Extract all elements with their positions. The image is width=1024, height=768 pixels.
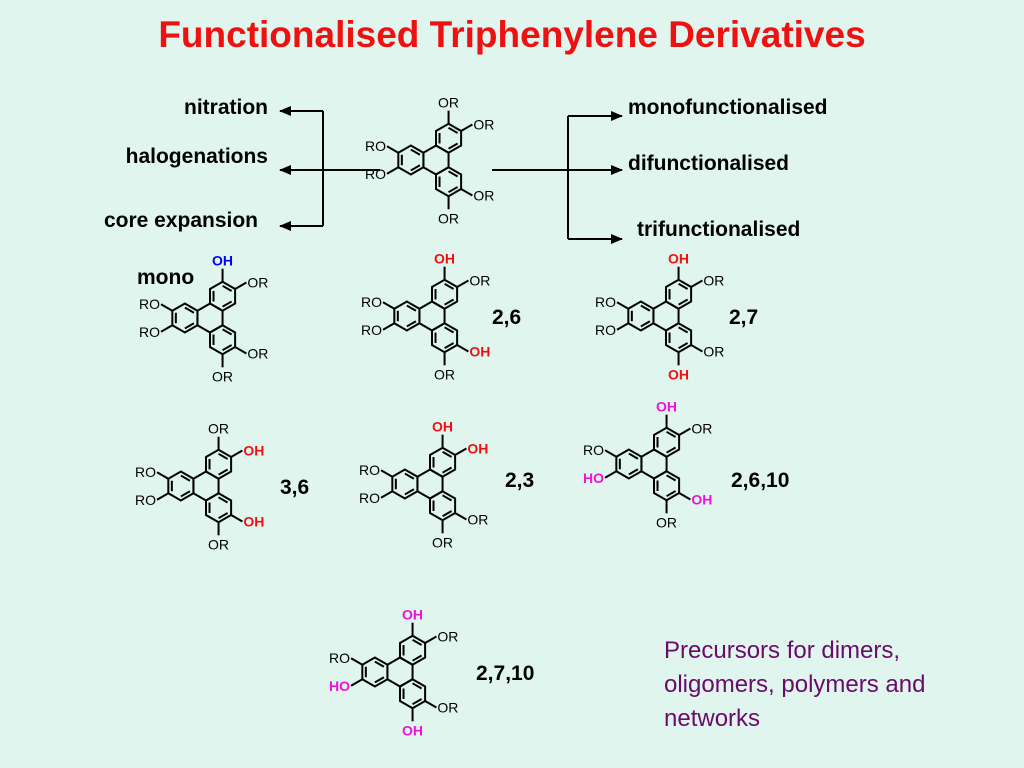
- substituent-label: RO: [365, 166, 386, 182]
- substituent-label: RO: [595, 322, 616, 338]
- substituent-label: HO: [329, 678, 350, 694]
- right-arrows: [492, 111, 623, 244]
- substituent-label: OR: [247, 346, 268, 362]
- substituent-label: OR: [656, 514, 677, 530]
- substituent-label: OH: [668, 366, 689, 382]
- substituent-label: RO: [361, 322, 382, 338]
- left-arrows: [279, 106, 380, 231]
- substituent-label: OR: [691, 420, 712, 436]
- substituent-label: RO: [139, 296, 160, 312]
- substituent-label: HO: [583, 470, 604, 486]
- substituent-label: OR: [434, 366, 455, 382]
- note-line: networks: [664, 705, 761, 732]
- substituent-label: OH: [402, 722, 423, 738]
- triphenylene-2-7: OH OR RO RO OR OH: [595, 251, 724, 383]
- note-line: Precursors for dimers,: [664, 637, 901, 664]
- triphenylene-3-6: OR OH RO RO OH OR: [135, 421, 264, 553]
- substituent-label: RO: [329, 650, 350, 666]
- substituent-label: OH: [656, 399, 677, 415]
- substituent-label: OR: [437, 628, 458, 644]
- substituent-label: OR: [438, 210, 459, 226]
- substituent-label: OH: [432, 419, 453, 435]
- substituent-label: OH: [434, 251, 455, 267]
- page-title: Functionalised Triphenylene Derivatives: [158, 14, 866, 55]
- compound-label-2-6: 2,6: [492, 306, 521, 329]
- triphenylene-mono: OH OR RO RO OR OR: [139, 253, 268, 385]
- substituent-label: OH: [467, 440, 488, 456]
- compound-label-2-6-10: 2,6,10: [731, 469, 789, 492]
- compound-label-2-3: 2,3: [505, 469, 534, 492]
- substituent-label: OR: [473, 116, 494, 132]
- substituent-label: OH: [691, 492, 712, 508]
- label-trifunctionalised: trifunctionalised: [637, 218, 800, 241]
- compound-label-3-6: 3,6: [280, 476, 309, 499]
- substituent-label: RO: [359, 490, 380, 506]
- substituent-label: OR: [703, 344, 724, 360]
- substituent-label: RO: [595, 294, 616, 310]
- substituent-label: RO: [359, 462, 380, 478]
- compound-label-mono: mono: [137, 266, 194, 289]
- substituent-label: OR: [703, 272, 724, 288]
- label-core-expansion: core expansion: [104, 209, 258, 232]
- substituent-label: OR: [432, 534, 453, 550]
- triphenylene-2-7-10: OH OR RO HO OR OH: [329, 607, 458, 739]
- substituent-label: RO: [583, 442, 604, 458]
- substituent-label: OH: [212, 253, 233, 269]
- label-difunctionalised: difunctionalised: [628, 152, 789, 175]
- substituent-label: OR: [247, 274, 268, 290]
- substituent-label: OR: [212, 368, 233, 384]
- triphenylene-2-6-10: OH OR RO HO OH OR: [583, 399, 712, 531]
- substituent-label: OR: [438, 95, 459, 111]
- note-line: oligomers, polymers and: [664, 671, 926, 698]
- substituent-label: OH: [668, 251, 689, 267]
- label-monofunctionalised: monofunctionalised: [628, 96, 828, 119]
- triphenylene-2-6: OH OR RO RO OH OR: [361, 251, 490, 383]
- substituent-label: RO: [135, 464, 156, 480]
- substituent-label: OR: [469, 272, 490, 288]
- substituent-label: OR: [437, 700, 458, 716]
- substituent-label: OH: [243, 442, 264, 458]
- substituent-label: OR: [467, 512, 488, 528]
- triphenylene-2-3: OH OH RO RO OR OR: [359, 419, 488, 551]
- substituent-label: OR: [208, 536, 229, 552]
- substituent-label: RO: [135, 492, 156, 508]
- substituent-label: RO: [139, 324, 160, 340]
- substituent-label: RO: [361, 294, 382, 310]
- substituent-label: OR: [473, 188, 494, 204]
- substituent-label: OH: [402, 607, 423, 623]
- substituent-label: OR: [208, 421, 229, 437]
- precursors-note: Precursors for dimers, oligomers, polyme…: [664, 634, 994, 736]
- compound-label-2-7: 2,7: [729, 306, 758, 329]
- substituent-label: OH: [243, 514, 264, 530]
- label-nitration: nitration: [184, 96, 268, 119]
- triphenylene-hexaether: OR OR RO RO OR OR: [365, 95, 494, 227]
- substituent-label: OH: [469, 344, 490, 360]
- substituent-label: RO: [365, 138, 386, 154]
- compound-label-2-7-10: 2,7,10: [476, 662, 534, 685]
- label-halogenations: halogenations: [126, 145, 268, 168]
